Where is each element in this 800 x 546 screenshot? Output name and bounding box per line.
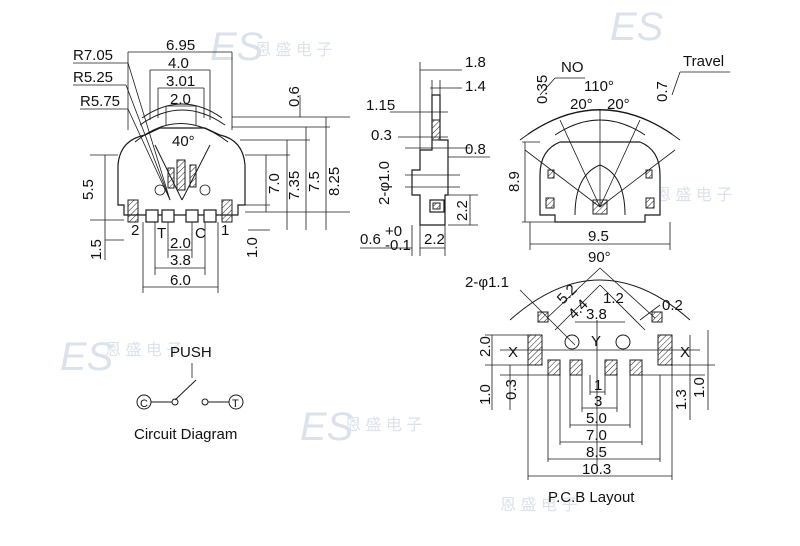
svg-text:R5.75: R5.75 bbox=[80, 93, 120, 110]
circuit-diagram: PUSH C T Circuit Diagram bbox=[134, 344, 244, 443]
svg-text:-0.1: -0.1 bbox=[385, 237, 411, 254]
svg-text:1: 1 bbox=[594, 377, 602, 394]
svg-text:5.0: 5.0 bbox=[586, 410, 607, 427]
svg-text:0.6: 0.6 bbox=[286, 86, 303, 107]
svg-text:1.0: 1.0 bbox=[244, 237, 261, 258]
pcb-layout-title: P.C.B Layout bbox=[548, 489, 635, 506]
pcb-layout: 90° 2-φ1.1 5.2 4.4 1.2 0.2 3.8 X X Y bbox=[465, 249, 715, 506]
svg-text:X: X bbox=[680, 344, 690, 361]
svg-text:T: T bbox=[157, 225, 166, 242]
svg-text:ES: ES bbox=[210, 25, 264, 69]
svg-text:4.0: 4.0 bbox=[168, 55, 189, 72]
svg-text:PUSH: PUSH bbox=[170, 344, 212, 361]
svg-text:8.9: 8.9 bbox=[506, 171, 523, 192]
svg-text:1.5: 1.5 bbox=[88, 239, 105, 260]
svg-text:R5.25: R5.25 bbox=[73, 69, 113, 86]
svg-text:0.3: 0.3 bbox=[371, 127, 392, 144]
svg-text:1.15: 1.15 bbox=[366, 97, 395, 114]
svg-text:1: 1 bbox=[221, 222, 229, 239]
svg-text:8.5: 8.5 bbox=[586, 444, 607, 461]
svg-text:90°: 90° bbox=[588, 249, 611, 266]
svg-text:1.4: 1.4 bbox=[465, 78, 486, 95]
svg-text:10.3: 10.3 bbox=[582, 461, 611, 478]
svg-text:ES: ES bbox=[60, 335, 114, 379]
svg-text:0.2: 0.2 bbox=[662, 297, 683, 314]
watermark: ES 恩 盛 电 子 ES ES 恩 盛 电 子 ES 恩 盛 电 子 恩 盛 … bbox=[60, 5, 732, 514]
svg-text:5.5: 5.5 bbox=[80, 179, 97, 200]
svg-text:6.0: 6.0 bbox=[170, 272, 191, 289]
svg-text:110°: 110° bbox=[584, 78, 614, 95]
svg-text:7.0: 7.0 bbox=[266, 173, 283, 194]
svg-text:0.35: 0.35 bbox=[534, 75, 551, 104]
svg-text:2.0: 2.0 bbox=[477, 336, 494, 357]
svg-text:C: C bbox=[140, 398, 148, 410]
svg-text:8.25: 8.25 bbox=[326, 167, 343, 196]
svg-text:NO: NO bbox=[561, 59, 584, 76]
svg-text:C: C bbox=[195, 225, 206, 242]
svg-text:3.8: 3.8 bbox=[170, 252, 191, 269]
svg-text:7.0: 7.0 bbox=[586, 427, 607, 444]
svg-text:7.35: 7.35 bbox=[286, 171, 303, 200]
svg-text:1.3: 1.3 bbox=[673, 389, 690, 410]
svg-text:0.3: 0.3 bbox=[503, 379, 520, 400]
svg-text:2.0: 2.0 bbox=[170, 91, 191, 108]
svg-text:R7.05: R7.05 bbox=[73, 47, 113, 64]
svg-text:0.7: 0.7 bbox=[654, 81, 671, 102]
svg-text:2-φ1.0: 2-φ1.0 bbox=[376, 161, 393, 205]
svg-text:恩 盛 电 子: 恩 盛 电 子 bbox=[345, 416, 422, 434]
svg-text:9.5: 9.5 bbox=[588, 228, 609, 245]
svg-text:Y: Y bbox=[591, 333, 601, 350]
svg-text:0.8: 0.8 bbox=[465, 141, 486, 158]
svg-text:40°: 40° bbox=[172, 133, 195, 150]
svg-text:恩 盛 电 子: 恩 盛 电 子 bbox=[105, 341, 182, 359]
svg-text:1.0: 1.0 bbox=[477, 384, 494, 405]
svg-text:2-φ1.1: 2-φ1.1 bbox=[465, 274, 509, 291]
svg-text:ES: ES bbox=[300, 405, 354, 449]
svg-text:ES: ES bbox=[610, 5, 664, 49]
svg-text:Travel: Travel bbox=[683, 53, 724, 70]
svg-text:3: 3 bbox=[594, 393, 602, 410]
svg-text:恩 盛 电 子: 恩 盛 电 子 bbox=[500, 496, 577, 514]
svg-text:2.0: 2.0 bbox=[170, 235, 191, 252]
svg-text:20°: 20° bbox=[570, 96, 593, 113]
svg-text:7.5: 7.5 bbox=[306, 171, 323, 192]
svg-text:+0: +0 bbox=[385, 223, 402, 240]
svg-text:1.2: 1.2 bbox=[603, 290, 624, 307]
svg-text:2.2: 2.2 bbox=[424, 231, 445, 248]
rotation-view: NO Travel 0.35 0.7 110° 20° 20° 8.9 9.5 bbox=[506, 53, 730, 250]
front-view: 6.95 4.0 3.01 2.0 R7.05 R5.25 R5.75 40° … bbox=[73, 37, 350, 293]
svg-text:2.2: 2.2 bbox=[454, 200, 471, 221]
circuit-diagram-title: Circuit Diagram bbox=[134, 426, 237, 443]
side-view: 1.8 1.4 1.15 0.3 0.8 2-φ1.0 2.2 0.6 +0 -… bbox=[360, 54, 490, 256]
svg-text:1.0: 1.0 bbox=[691, 377, 708, 398]
svg-text:恩 盛 电 子: 恩 盛 电 子 bbox=[255, 41, 332, 59]
svg-text:3.01: 3.01 bbox=[166, 73, 195, 90]
svg-text:T: T bbox=[232, 398, 239, 410]
svg-text:X: X bbox=[508, 344, 518, 361]
svg-text:1.8: 1.8 bbox=[465, 54, 486, 71]
svg-text:恩 盛 电 子: 恩 盛 电 子 bbox=[655, 186, 732, 204]
svg-text:0.6: 0.6 bbox=[360, 231, 381, 248]
svg-text:3.8: 3.8 bbox=[586, 306, 607, 323]
svg-text:2: 2 bbox=[131, 222, 139, 239]
svg-text:20°: 20° bbox=[607, 96, 630, 113]
svg-text:6.95: 6.95 bbox=[166, 37, 195, 54]
